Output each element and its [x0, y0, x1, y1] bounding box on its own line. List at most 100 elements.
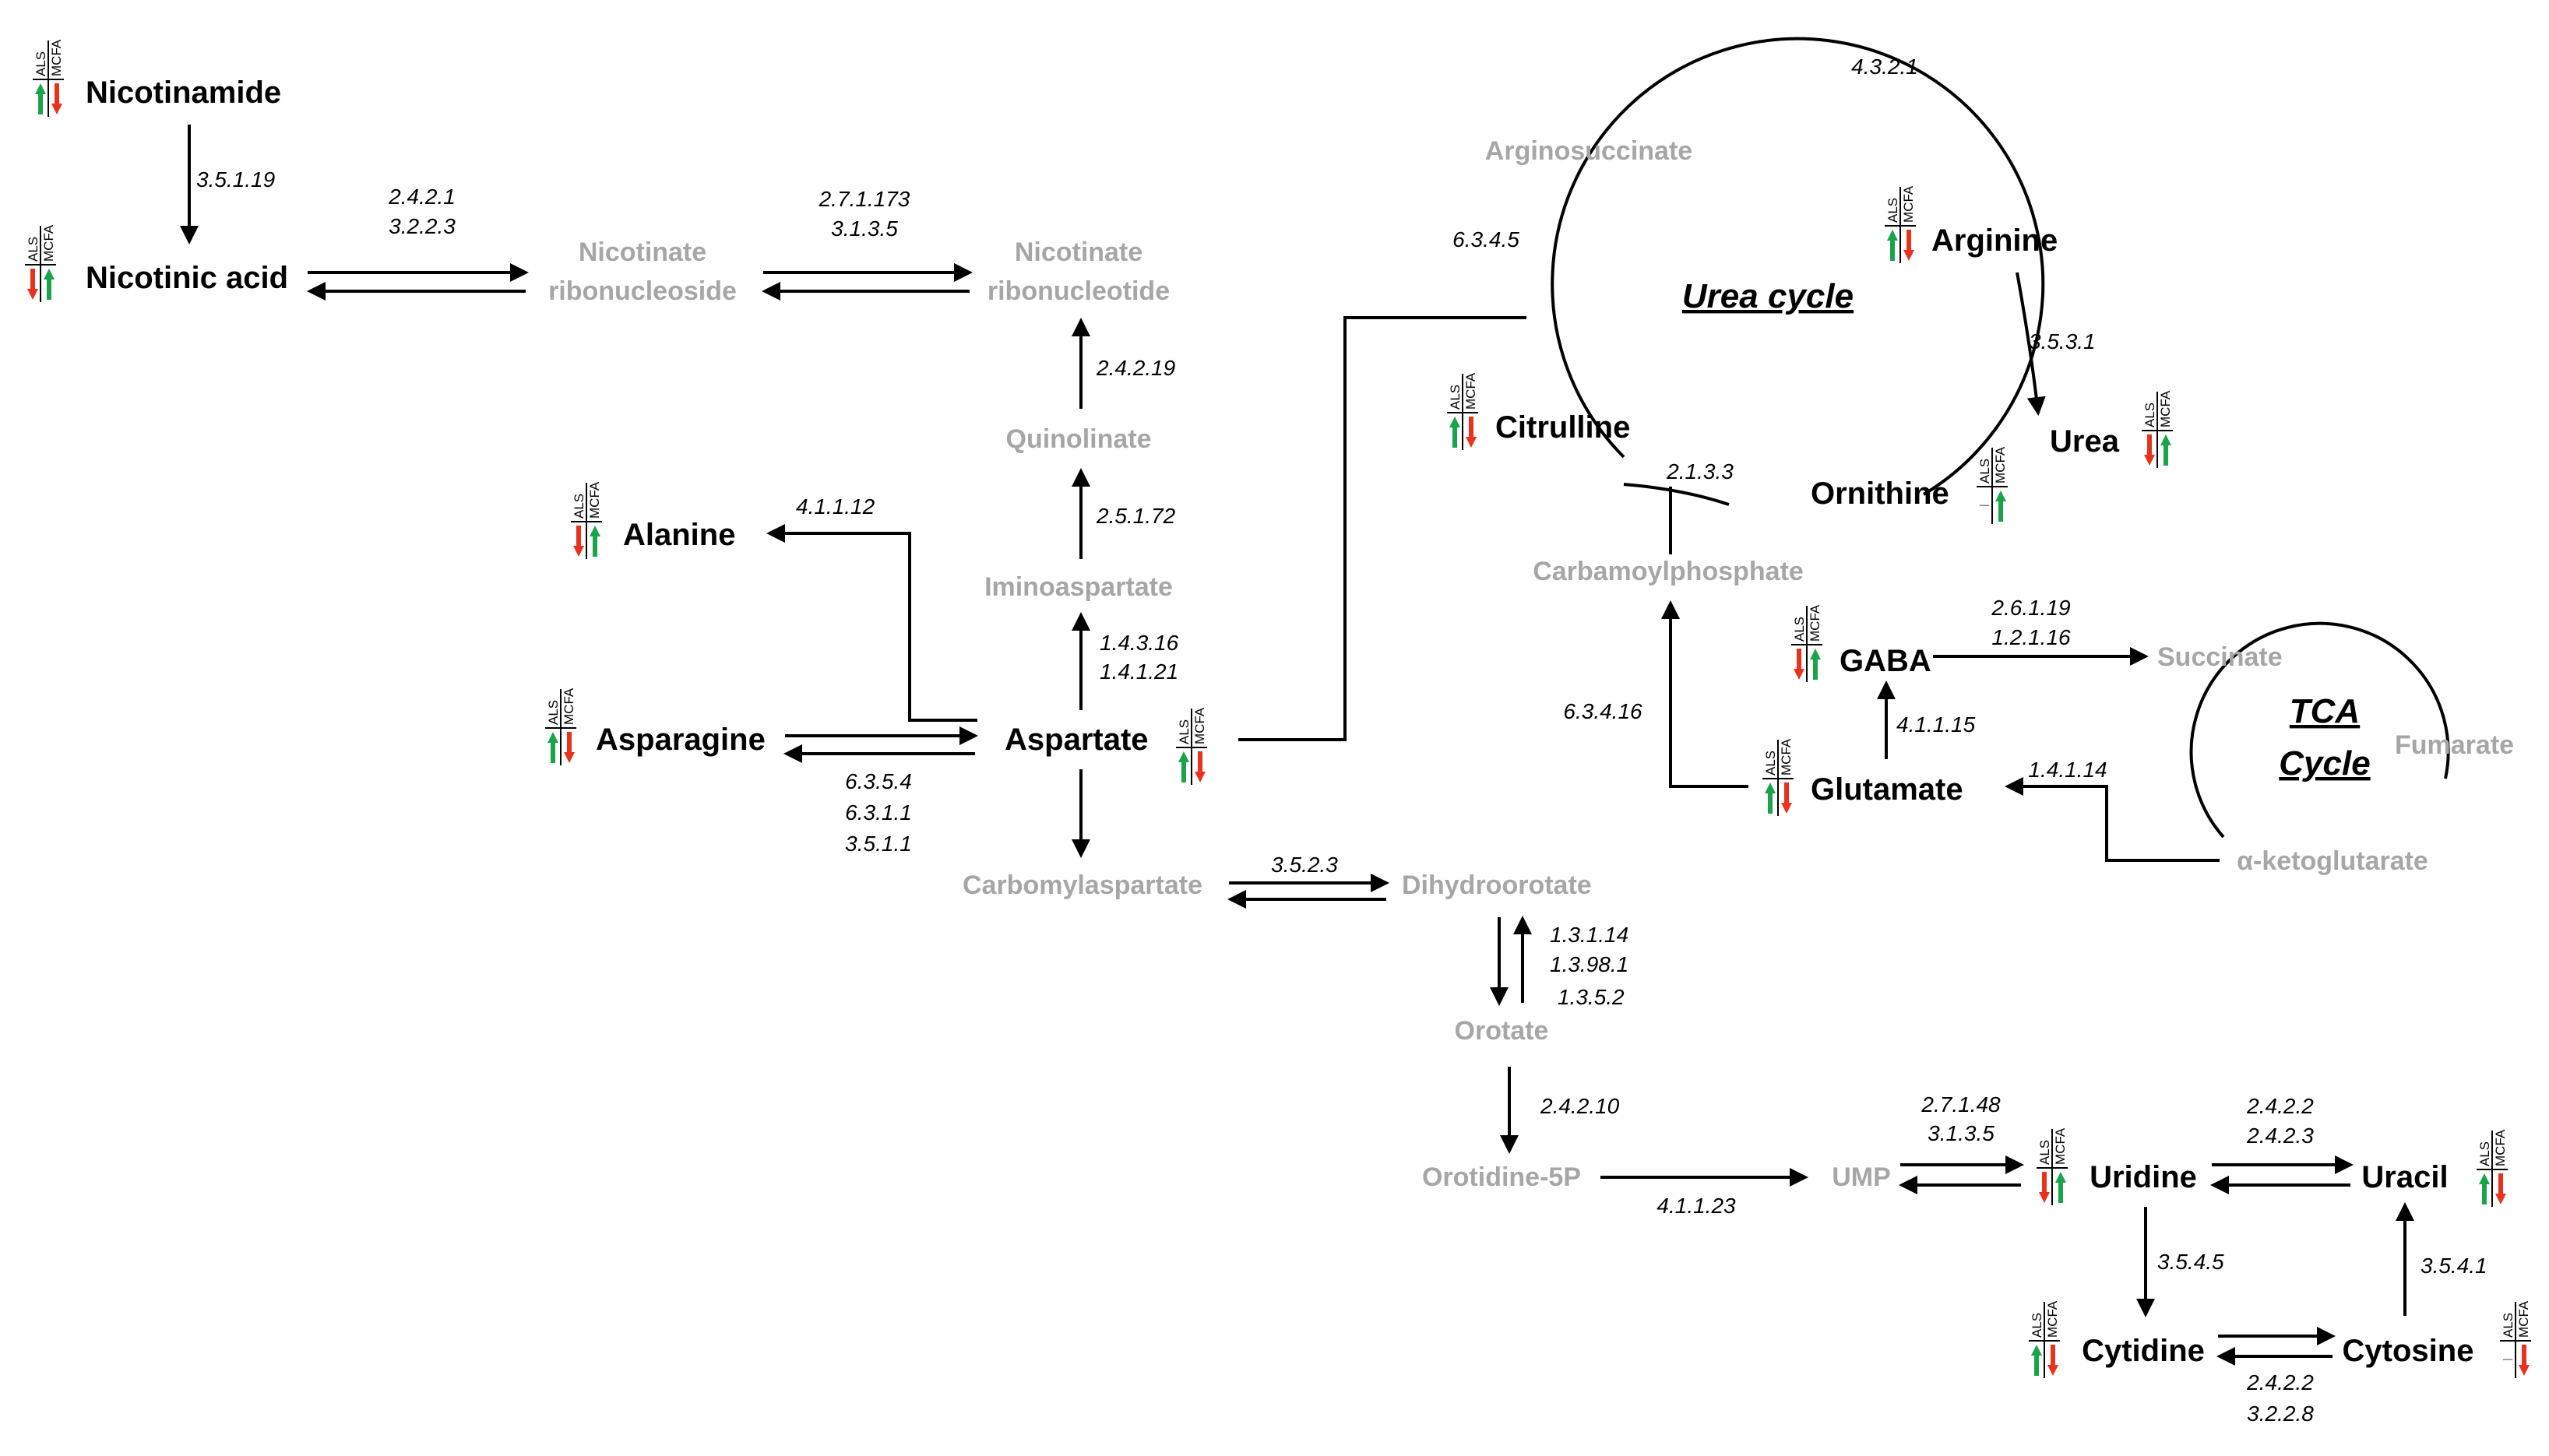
- legend-als-label: ALS: [2030, 1313, 2044, 1338]
- arrow-akg-to-glutamate: [2005, 777, 2220, 862]
- urea-cycle-label: Urea cycle: [1682, 277, 1854, 315]
- up-arrow-icon: [1887, 230, 1898, 261]
- metabolite-quinolinate: Quinolinate: [1006, 424, 1152, 454]
- metabolite-orotate: Orotate: [1455, 1016, 1549, 1046]
- metabolite-aspartate: Aspartate: [1005, 723, 1149, 757]
- legend-als-label: ALS: [1977, 459, 1992, 484]
- enzyme-6-3-4-16: 6.3.4.16: [1563, 699, 1642, 723]
- up-arrow-icon: [35, 83, 46, 114]
- down-arrow-icon: [2495, 1173, 2506, 1205]
- metabolite-succinate: Succinate: [2157, 642, 2283, 672]
- metabolite-urea: Urea: [2050, 424, 2120, 459]
- unchanged-mark: –: [2503, 1349, 2513, 1368]
- metabolite-nicotinic-acid: Nicotinic acid: [86, 261, 288, 295]
- up-arrow-icon: [1178, 751, 1189, 783]
- legend-als-label: ALS: [2477, 1141, 2492, 1166]
- enzyme-gaba-2: 1.2.1.16: [1991, 625, 2071, 649]
- arrow-arginine-to-urea: [2016, 272, 2046, 416]
- legend-als-label: ALS: [2501, 1313, 2516, 1338]
- enzyme-asn-1: 6.3.5.4: [845, 769, 912, 793]
- metabolite-gaba: GABA: [1840, 644, 1931, 678]
- up-arrow-icon: [2160, 434, 2171, 466]
- metabolite-nicotinate-ribonucleotide-line1: Nicotinate: [1015, 237, 1142, 267]
- legend-als-label: ALS: [33, 51, 48, 76]
- metabolite-uridine: Uridine: [2090, 1160, 2197, 1194]
- legend-als-label: ALS: [572, 494, 586, 519]
- enzyme-2-4-2-19: 2.4.2.19: [1096, 356, 1175, 380]
- enzyme-ura-2: 2.4.2.3: [2246, 1124, 2314, 1148]
- legend-mcfa-label: MCFA: [1808, 604, 1822, 642]
- legend-mcfa-label: MCFA: [41, 224, 56, 262]
- metabolite-carbamoylphosphate: Carbamoylphosphate: [1533, 557, 1804, 586]
- down-arrow-icon: [2144, 434, 2155, 466]
- metabolite-nicotinamide: Nicotinamide: [86, 76, 281, 110]
- down-arrow-icon: [2047, 1345, 2058, 1376]
- enzyme-asn-3: 3.5.1.1: [845, 832, 912, 856]
- up-arrow-icon: [1449, 417, 1460, 448]
- metabolite-alpha-ketoglutarate: α-ketoglutarate: [2237, 846, 2428, 876]
- metabolite-fumarate: Fumarate: [2395, 730, 2514, 760]
- enzyme-asn-2: 6.3.1.1: [845, 800, 912, 825]
- legend-als-label: ALS: [2142, 403, 2157, 427]
- legend-mcfa-label: MCFA: [1463, 372, 1478, 410]
- up-arrow-icon: [1995, 491, 2006, 522]
- legend-als-label: ALS: [1885, 198, 1900, 223]
- metabolite-arginine: Arginine: [1931, 223, 2058, 258]
- metabolite-iminoaspartate: Iminoaspartate: [984, 572, 1173, 602]
- metabolite-alanine: Alanine: [623, 518, 735, 552]
- enzyme-ura-1: 2.4.2.2: [2246, 1094, 2314, 1118]
- legend-mcfa-label: MCFA: [1192, 707, 1207, 744]
- up-arrow-icon: [2055, 1172, 2066, 1203]
- down-arrow-icon: [1781, 783, 1792, 814]
- enzyme-3-5-3-1: 3.5.3.1: [2029, 329, 2096, 353]
- legend-als-label: ALS: [1448, 385, 1463, 410]
- arrow-glutamate-to-carbamoylphosphate: [1661, 600, 1748, 788]
- metabolite-citrulline: Citrulline: [1495, 410, 1630, 445]
- down-arrow-icon: [2519, 1345, 2530, 1376]
- enzyme-2-1-3-3: 2.1.3.3: [1666, 459, 1734, 484]
- unchanged-mark: –: [1980, 494, 1990, 514]
- tca-cycle-circle: [2189, 621, 2450, 839]
- up-arrow-icon: [44, 269, 55, 300]
- metabolite-asparagine: Asparagine: [596, 723, 766, 757]
- legend-mcfa-label: MCFA: [1779, 738, 1794, 775]
- enzyme-cyt-2: 3.2.2.8: [2247, 1401, 2314, 1426]
- enzyme-oro-3: 1.3.5.2: [1558, 985, 1625, 1009]
- arrow-aspartate-to-alanine: [766, 524, 977, 722]
- metabolite-dihydroorotate: Dihydroorotate: [1402, 870, 1592, 900]
- enzyme-nr-1: 2.4.2.1: [388, 185, 456, 209]
- enzyme-oro-1: 1.3.1.14: [1550, 923, 1628, 947]
- legend-mcfa-label: MCFA: [2045, 1300, 2060, 1338]
- down-arrow-icon: [564, 732, 575, 763]
- enzyme-nrt-1: 2.7.1.173: [819, 187, 910, 211]
- metabolite-nicotinate-ribonucleoside-line2: ribonucleoside: [548, 276, 737, 306]
- metabolite-ump: UMP: [1832, 1162, 1891, 1192]
- metabolite-ornithine: Ornithine: [1811, 477, 1949, 511]
- down-arrow-icon: [1903, 230, 1914, 261]
- legend-mcfa-label: MCFA: [2158, 390, 2173, 427]
- tca-cycle-label-line1: TCA: [2290, 692, 2360, 730]
- up-arrow-icon: [547, 732, 558, 763]
- enzyme-4-1-1-12: 4.1.1.12: [796, 494, 875, 519]
- down-arrow-icon: [51, 83, 62, 114]
- legend-als-label: ALS: [2037, 1140, 2052, 1165]
- enzyme-cyt-1: 2.4.2.2: [2246, 1370, 2314, 1394]
- down-arrow-icon: [573, 526, 584, 557]
- enzyme-3-5-4-1: 3.5.4.1: [2420, 1254, 2487, 1278]
- up-arrow-icon: [1810, 649, 1821, 680]
- enzyme-4-3-2-1: 4.3.2.1: [1851, 55, 1918, 79]
- legend-mcfa-label: MCFA: [1993, 446, 2008, 484]
- metabolite-glutamate: Glutamate: [1811, 772, 1963, 807]
- metabolite-nicotinate-ribonucleoside-line1: Nicotinate: [579, 237, 706, 267]
- enzyme-2-4-2-10: 2.4.2.10: [1540, 1094, 1620, 1118]
